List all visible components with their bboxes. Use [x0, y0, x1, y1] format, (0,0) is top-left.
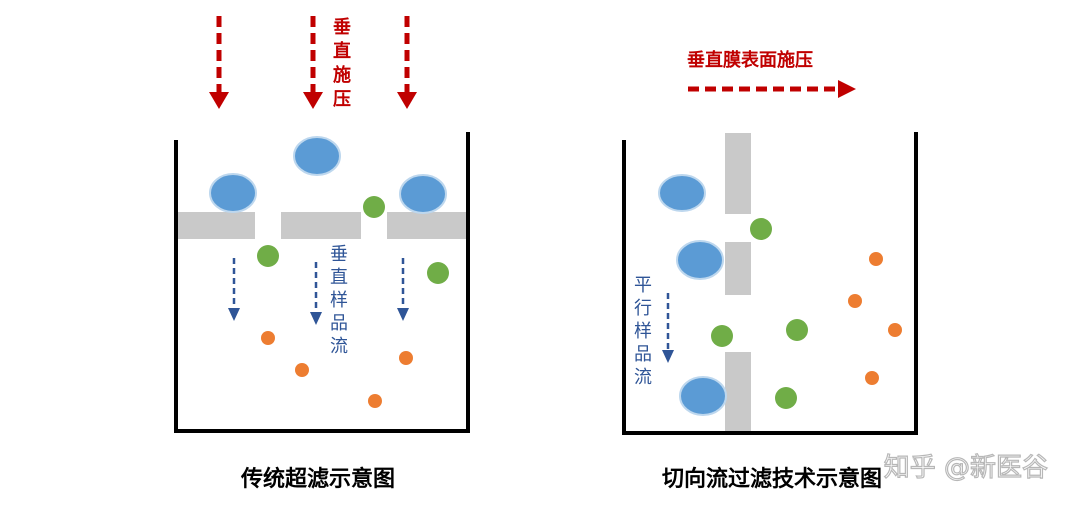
- right-membrane-segment-3: [725, 352, 751, 431]
- right-small-particle-3: [888, 323, 902, 337]
- left-flow-char-1: 垂: [330, 244, 348, 265]
- left-flow-arrows: [228, 258, 409, 325]
- right-pressure-arrowhead: [838, 80, 856, 98]
- left-pressure-char-1: 垂: [333, 17, 351, 38]
- left-medium-particle-3: [427, 262, 449, 284]
- watermark: 知乎 @新医谷: [884, 453, 1048, 483]
- right-flow-char-4: 品: [634, 344, 652, 365]
- left-flow-arrowhead-1: [228, 308, 240, 321]
- right-flow-char-1: 平: [634, 275, 652, 296]
- right-medium-particle-2: [786, 319, 808, 341]
- left-pressure-arrowhead-2: [303, 92, 323, 109]
- left-panel: 垂 直 施 压: [174, 16, 470, 492]
- left-flow-char-4: 品: [330, 313, 348, 334]
- left-pressure-char-2: 直: [333, 40, 351, 62]
- left-flow-char-3: 样: [330, 290, 348, 311]
- right-container: [622, 132, 918, 435]
- left-pressure-char-4: 压: [333, 89, 351, 110]
- left-flow-arrowhead-3: [397, 308, 409, 321]
- right-flow-char-5: 流: [634, 367, 652, 388]
- right-flow-label: 平 行 样 品 流: [634, 275, 652, 388]
- right-small-particle-4: [865, 371, 879, 385]
- left-pressure-arrowhead-3: [397, 92, 417, 109]
- left-large-particle-3: [399, 174, 447, 214]
- left-membrane-segment-3: [387, 212, 466, 239]
- left-flow-label: 垂 直 样 品 流: [330, 244, 348, 357]
- left-pressure-char-3: 施: [333, 64, 351, 86]
- left-small-particle-4: [368, 394, 382, 408]
- left-flow-char-2: 直: [330, 267, 348, 288]
- right-flow-char-2: 行: [634, 298, 652, 319]
- right-large-particle-2: [676, 240, 724, 280]
- left-pressure-arrows: [209, 16, 417, 109]
- right-small-particle-1: [869, 252, 883, 266]
- right-pressure-label: 垂直膜表面施压: [687, 49, 813, 71]
- left-small-particle-2: [295, 363, 309, 377]
- left-medium-particle-2: [257, 245, 279, 267]
- left-flow-arrowhead-2: [310, 312, 322, 325]
- right-medium-particle-3: [711, 325, 733, 347]
- left-small-particle-1: [261, 331, 275, 345]
- left-membrane: [178, 212, 466, 239]
- right-flow-char-3: 样: [634, 321, 652, 342]
- left-caption: 传统超滤示意图: [240, 466, 395, 492]
- right-flow-arrowhead: [662, 350, 674, 363]
- left-pressure-arrowhead-1: [209, 92, 229, 109]
- left-pressure-label: 垂 直 施 压: [333, 17, 351, 110]
- left-flow-char-5: 流: [330, 336, 348, 357]
- right-medium-particle-4: [775, 387, 797, 409]
- left-container: [174, 132, 470, 433]
- left-large-particle-1: [293, 136, 341, 176]
- right-small-particle-2: [848, 294, 862, 308]
- right-caption: 切向流过滤技术示意图: [662, 466, 882, 492]
- left-large-particle-2: [209, 173, 257, 213]
- right-membrane: [725, 133, 751, 431]
- right-membrane-segment-2: [725, 242, 751, 295]
- right-large-particle-1: [658, 174, 706, 212]
- right-panel: 垂直膜表面施压 平 行 样 品 流: [622, 49, 918, 492]
- right-large-particle-3: [679, 376, 727, 416]
- left-membrane-segment-1: [178, 212, 255, 239]
- left-medium-particle-1: [363, 196, 385, 218]
- left-membrane-segment-2: [281, 212, 361, 239]
- right-medium-particle-1: [750, 218, 772, 240]
- left-small-particle-3: [399, 351, 413, 365]
- right-membrane-segment-1: [725, 133, 751, 214]
